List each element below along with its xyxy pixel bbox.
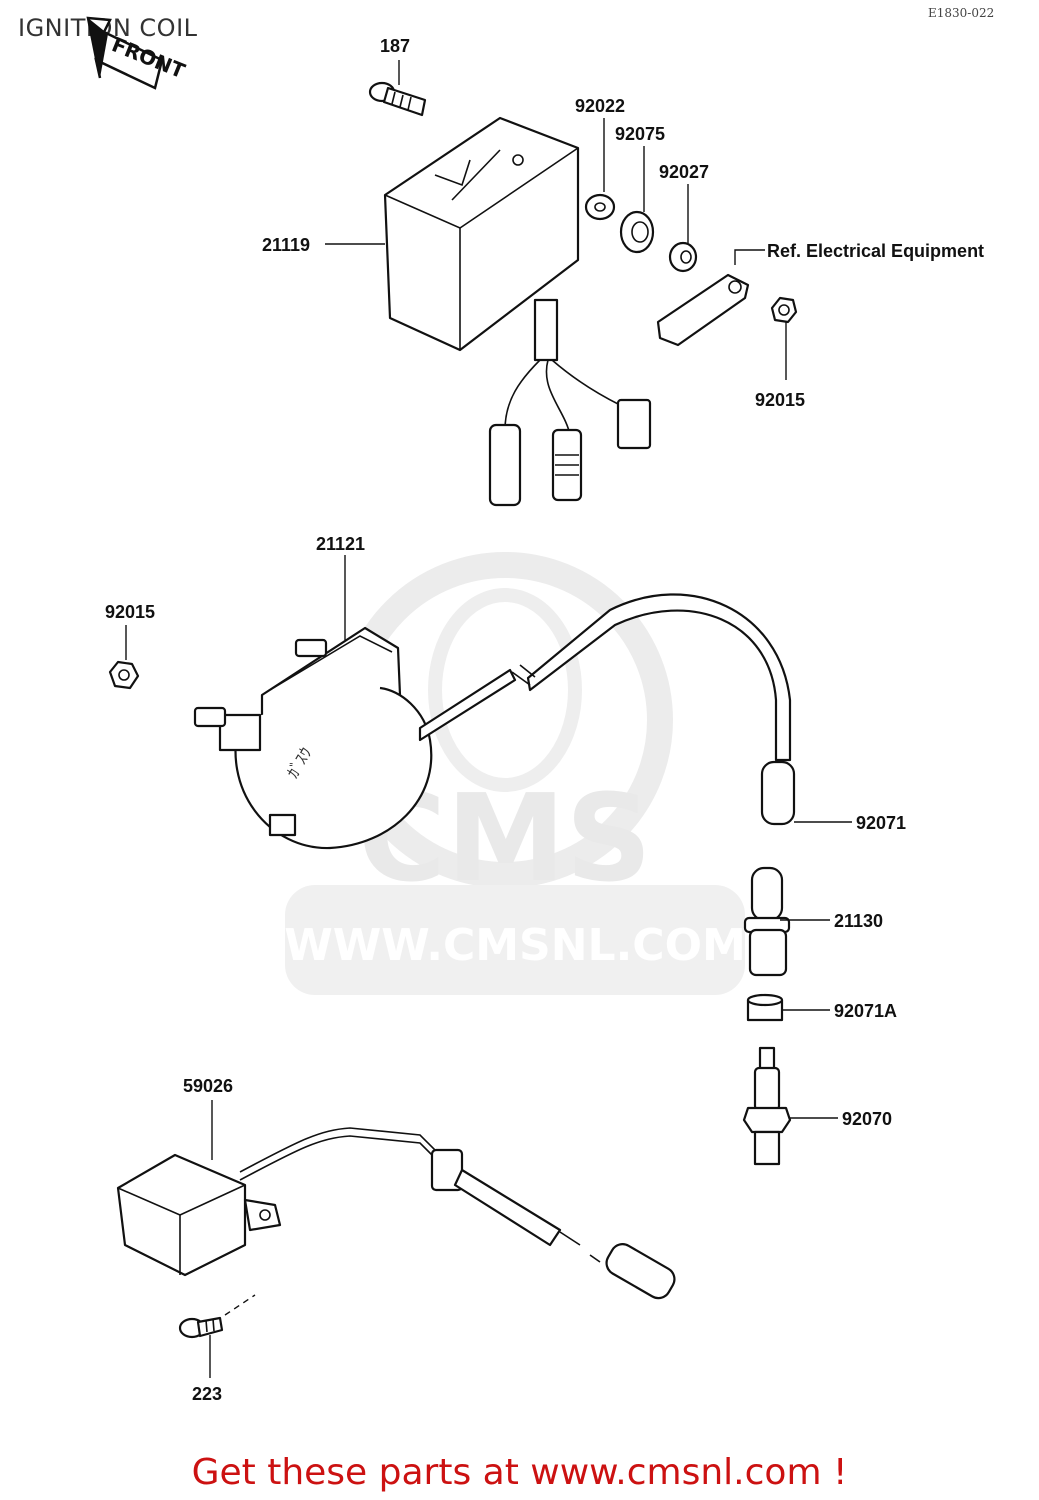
cmsnl-watermark: CMS WWW.CMSNL.COM bbox=[284, 552, 746, 995]
label-59026: 59026 bbox=[183, 1076, 233, 1096]
plug-cap-92071 bbox=[760, 760, 852, 826]
label-92071: 92071 bbox=[856, 813, 906, 833]
label-21119: 21119 bbox=[262, 235, 310, 255]
cdi-unit-21119 bbox=[325, 116, 652, 507]
washer-92022 bbox=[584, 118, 616, 221]
grommet-92075 bbox=[619, 146, 655, 254]
sleeve-92071A bbox=[746, 993, 830, 1022]
label-21130: 21130 bbox=[834, 911, 883, 931]
label-92015-top: 92015 bbox=[755, 390, 805, 410]
screw-223 bbox=[178, 1294, 256, 1378]
ht-lead bbox=[418, 593, 792, 762]
label-92075: 92075 bbox=[615, 124, 665, 144]
spark-plug-92070 bbox=[742, 1046, 838, 1166]
label-92027: 92027 bbox=[659, 162, 709, 182]
label-223: 223 bbox=[192, 1384, 222, 1404]
label-92022: 92022 bbox=[575, 96, 625, 116]
footer-cta[interactable]: Get these parts at www.cmsnl.com ! bbox=[191, 1452, 848, 1493]
label-92070: 92070 bbox=[842, 1109, 892, 1129]
label-92071A: 92071A bbox=[834, 1001, 897, 1021]
callout-labels: 187 92022 92075 92027 21119 Ref. Electri… bbox=[105, 36, 984, 1404]
label-ref-electrical: Ref. Electrical Equipment bbox=[767, 241, 984, 261]
collar-92027 bbox=[668, 184, 698, 273]
sensor-59026 bbox=[116, 1100, 676, 1300]
watermark-url: WWW.CMSNL.COM bbox=[284, 920, 746, 971]
ignition-coil-21121: ｶﾞｽｳ bbox=[193, 555, 433, 850]
drawing-code: E1830-022 bbox=[928, 6, 995, 20]
nut-92015-left bbox=[108, 625, 140, 690]
label-187: 187 bbox=[380, 36, 410, 56]
front-arrow: FRONT bbox=[86, 16, 189, 90]
bolt-187 bbox=[368, 60, 427, 117]
suppressor-21130 bbox=[743, 866, 830, 977]
nut-92015-top bbox=[770, 296, 798, 380]
label-21121: 21121 bbox=[316, 534, 365, 554]
ground-lead bbox=[656, 249, 765, 347]
label-92015-left: 92015 bbox=[105, 602, 155, 622]
